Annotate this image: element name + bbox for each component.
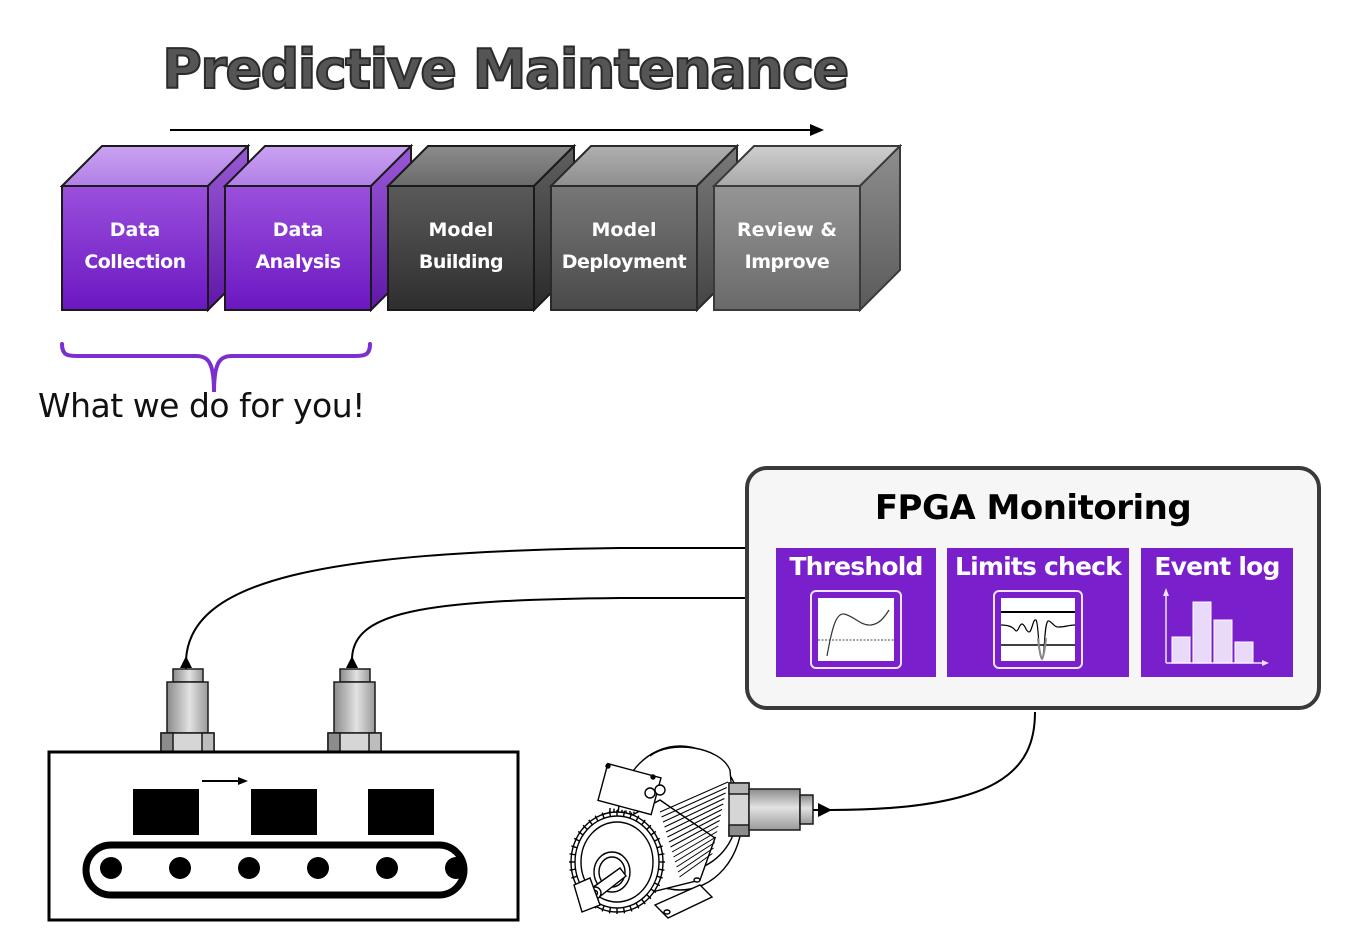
- process-steps: DataCollectionDataAnalysisModelBuildingM…: [59, 143, 903, 313]
- conveyor-item: [251, 789, 317, 835]
- cube-front-face: [387, 185, 535, 311]
- fpga-title: FPGA Monitoring: [874, 488, 1192, 528]
- vibration-sensor-icon: [327, 668, 382, 753]
- panel-limits-check[interactable]: Limits check: [947, 548, 1129, 677]
- conveyor-roller: [307, 857, 329, 879]
- cube-front-face: [550, 185, 698, 311]
- step-label-line2: Improve: [745, 251, 830, 273]
- step-label-line1: Model: [592, 219, 657, 241]
- panel-label: Limits check: [954, 552, 1122, 581]
- step-label-line2: Analysis: [255, 251, 340, 273]
- panel-event-log[interactable]: Event log: [1141, 548, 1293, 677]
- step-label-line1: Data: [273, 219, 324, 241]
- step-label-line1: Model: [429, 219, 494, 241]
- electric-motor-icon: [569, 745, 743, 919]
- cube-front-face: [713, 185, 861, 311]
- panel-threshold[interactable]: Threshold: [776, 548, 936, 677]
- threshold-chart-icon: [810, 590, 902, 669]
- connector-line-motor-sensor: [829, 711, 1036, 811]
- conveyor-machine-icon: [47, 750, 520, 922]
- conveyor-roller: [376, 857, 398, 879]
- step-label-line1: Data: [110, 219, 161, 241]
- arrow-up-icon: [180, 656, 192, 668]
- limits-check-chart-icon: [993, 590, 1083, 669]
- step-label-line2: Collection: [84, 251, 185, 273]
- diagram-title: Predictive Maintenance: [161, 37, 850, 102]
- arrow-head-icon: [810, 124, 824, 136]
- conveyor-item: [133, 789, 199, 835]
- process-step-5: Review & Improve: [711, 143, 903, 313]
- step-label-line2: Deployment: [562, 251, 687, 273]
- vibration-sensor-icon: [728, 782, 820, 837]
- histogram-icon: [1163, 588, 1269, 666]
- cube-front-face: [61, 185, 209, 311]
- conveyor-roller: [238, 857, 260, 879]
- step-label-line2: Building: [419, 251, 503, 273]
- tagline: What we do for you!: [38, 386, 365, 425]
- conveyor-rollers: [100, 857, 467, 879]
- brace-icon: [60, 342, 372, 393]
- panel-label: Event log: [1154, 552, 1280, 581]
- conveyor-items: [133, 789, 434, 835]
- connector-line-sensor-2: [351, 597, 748, 661]
- conveyor-item: [368, 789, 434, 835]
- conveyor-roller: [100, 857, 122, 879]
- connector-line-sensor-1: [185, 547, 748, 661]
- arrow-up-icon: [346, 656, 358, 668]
- cube-front-face: [224, 185, 372, 311]
- conveyor-roller: [169, 857, 191, 879]
- step-label-line1: Review &: [737, 219, 837, 241]
- panel-label: Threshold: [789, 552, 923, 581]
- vibration-sensor-icon: [160, 668, 215, 753]
- arrow-left-icon: [818, 803, 832, 817]
- conveyor-roller: [445, 857, 467, 879]
